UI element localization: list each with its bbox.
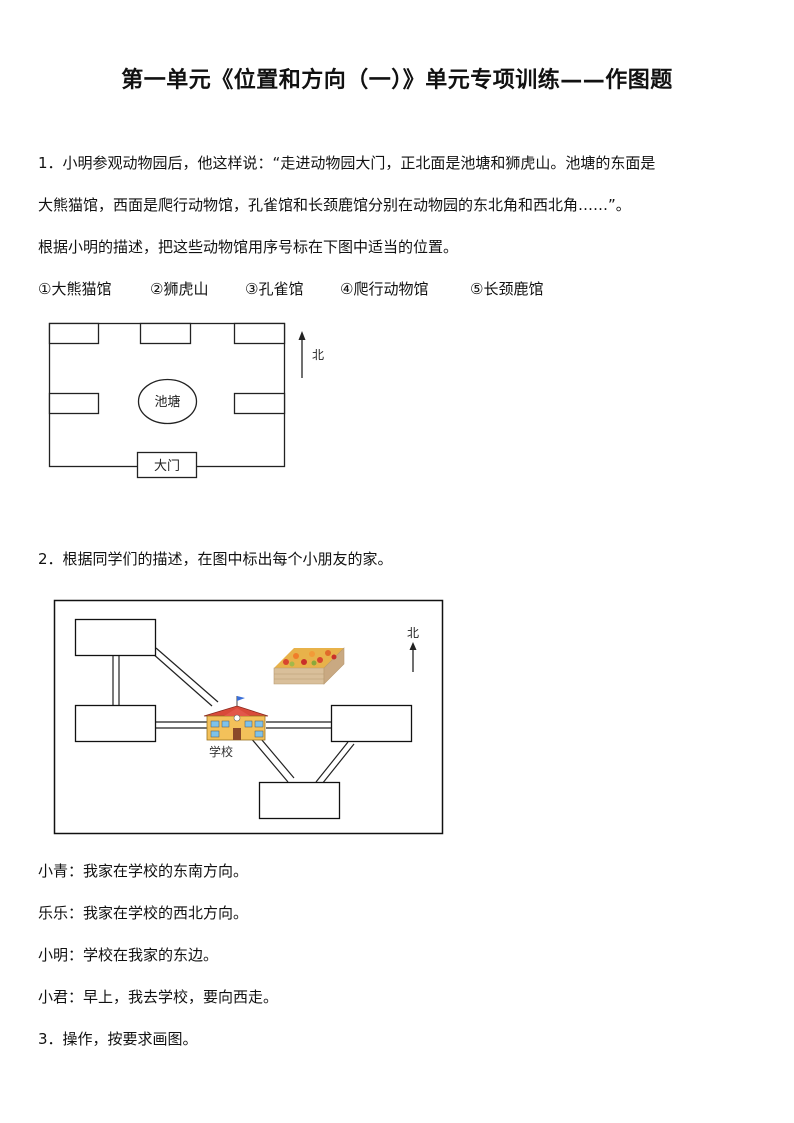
gate-label: 大门 bbox=[154, 459, 180, 474]
zoo-box-north bbox=[139, 322, 192, 345]
home-box-northwest bbox=[74, 618, 157, 657]
pond-label: 池塘 bbox=[154, 394, 180, 410]
flower-bed-icon bbox=[273, 647, 345, 685]
q1-option-peacock: ③孔雀馆 bbox=[245, 280, 304, 298]
page-title: 第一单元《位置和方向（一）》单元专项训练——作图题 bbox=[121, 68, 673, 93]
q2-statement-xiaoqing: 小青：我家在学校的东南方向。 bbox=[38, 862, 249, 880]
q3-text-line1: 3．操作，按要求画图。 bbox=[38, 1030, 198, 1048]
q1-option-tiger-hill: ②狮虎山 bbox=[150, 280, 209, 298]
q2-statement-xiaojun: 小君：早上，我去学校，要向西走。 bbox=[38, 988, 279, 1006]
pond-ellipse bbox=[137, 378, 198, 425]
school-label: 学校 bbox=[209, 744, 233, 759]
home-box-east bbox=[330, 704, 413, 743]
q1-option-reptile: ④爬行动物馆 bbox=[340, 280, 429, 298]
q2-text-line1: 2．根据同学们的描述，在图中标出每个小朋友的家。 bbox=[38, 550, 393, 568]
zoo-map: 池塘 大门 北 bbox=[44, 318, 344, 484]
zoo-box-east bbox=[233, 392, 286, 415]
north-label-2: 北 bbox=[407, 626, 419, 640]
q1-text-line3: 根据小明的描述，把这些动物馆用序号标在下图中适当的位置。 bbox=[38, 238, 459, 256]
q1-text-line2: 大熊猫馆，西面是爬行动物馆，孔雀馆和长颈鹿馆分别在动物园的东北角和西北角……”。 bbox=[38, 196, 631, 214]
q1-option-panda: ①大熊猫馆 bbox=[38, 280, 112, 298]
q1-text-line1: 1．小明参观动物园后，他这样说：“走进动物园大门，正北面是池塘和狮虎山。池塘的东… bbox=[38, 154, 656, 172]
zoo-box-west bbox=[48, 392, 100, 415]
q2-statement-xiaoming: 小明：学校在我家的东边。 bbox=[38, 946, 219, 964]
q2-statement-lele: 乐乐：我家在学校的西北方向。 bbox=[38, 904, 249, 922]
zoo-box-northwest bbox=[48, 322, 100, 345]
home-box-west bbox=[74, 704, 157, 743]
zoo-box-northeast bbox=[233, 322, 286, 345]
home-box-south bbox=[258, 781, 341, 820]
gate-box bbox=[136, 451, 198, 479]
school-map: 学校 北 bbox=[52, 598, 446, 838]
north-arrow-icon bbox=[298, 331, 306, 340]
north-arrow-icon-2 bbox=[409, 642, 417, 650]
north-label: 北 bbox=[312, 348, 324, 362]
school-building-icon bbox=[203, 696, 269, 741]
q1-option-giraffe: ⑤长颈鹿馆 bbox=[470, 280, 544, 298]
